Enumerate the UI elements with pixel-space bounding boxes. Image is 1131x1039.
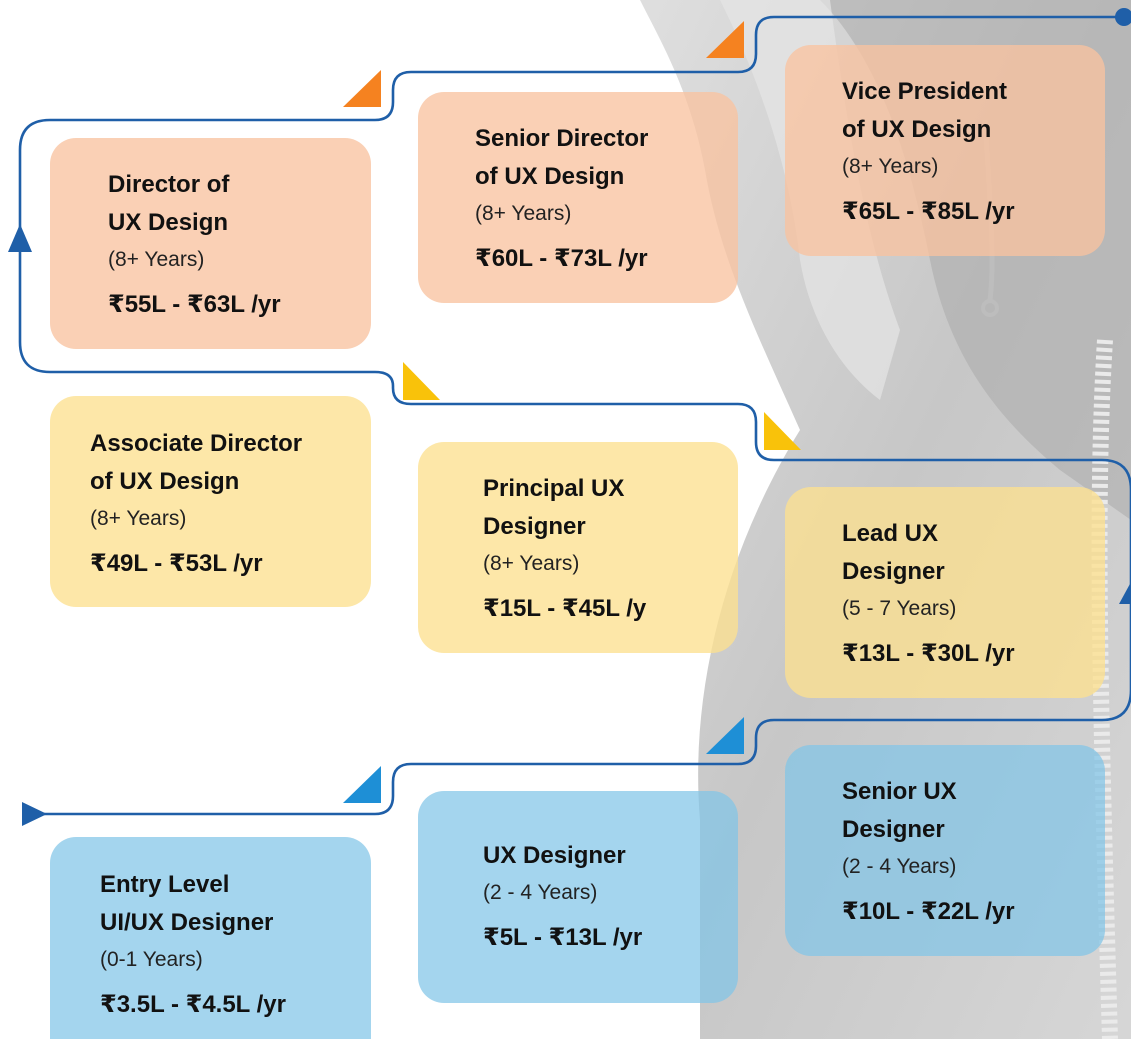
card-years: (8+ Years) xyxy=(108,248,205,271)
card-salary: ₹49L - ₹53L /yr xyxy=(90,550,263,577)
path-end-dot xyxy=(1115,8,1131,26)
card-salary: ₹10L - ₹22L /yr xyxy=(842,898,1015,925)
blue-triangle-marker xyxy=(343,766,381,803)
card-senior-ux-designer: Senior UX Designer (2 - 4 Years) ₹10L - … xyxy=(785,745,1105,956)
card-vice-president-of-ux-design: Vice President of UX Design (8+ Years) ₹… xyxy=(785,45,1105,256)
card-entry-level-ui-ux-designer: Entry Level UI/UX Designer (0-1 Years) ₹… xyxy=(50,837,371,1039)
card-years: (2 - 4 Years) xyxy=(842,855,957,878)
card-salary: ₹65L - ₹85L /yr xyxy=(842,198,1015,225)
card-salary: ₹3.5L - ₹4.5L /yr xyxy=(100,991,286,1018)
card-salary: ₹13L - ₹30L /yr xyxy=(842,640,1015,667)
yellow-triangle-marker xyxy=(403,362,440,400)
card-years: (5 - 7 Years) xyxy=(842,597,957,620)
card-principal-ux-designer: Principal UX Designer (8+ Years) ₹15L - … xyxy=(418,442,738,653)
path-line xyxy=(18,15,1131,816)
card-salary: ₹15L - ₹45L /y xyxy=(483,595,647,622)
arrow-up-icon xyxy=(1119,582,1131,604)
card-associate-director-of-ux-design: Associate Director of UX Design (8+ Year… xyxy=(50,396,371,607)
yellow-triangle-marker xyxy=(764,412,801,450)
card-title: Principal UX Designer xyxy=(483,475,625,540)
orange-triangle-marker xyxy=(343,70,381,107)
blue-triangle-marker xyxy=(706,717,744,754)
card-title: Associate Director of UX Design xyxy=(90,430,303,495)
card-years: (8+ Years) xyxy=(475,202,572,225)
card-salary: ₹60L - ₹73L /yr xyxy=(475,245,648,272)
card-title: Entry Level UI/UX Designer xyxy=(100,871,274,936)
card-ux-designer: UX Designer (2 - 4 Years) ₹5L - ₹13L /yr xyxy=(418,791,738,1003)
card-years: (8+ Years) xyxy=(842,155,939,178)
card-lead-ux-designer: Lead UX Designer (5 - 7 Years) ₹13L - ₹3… xyxy=(785,487,1105,698)
card-years: (0-1 Years) xyxy=(100,948,203,971)
card-title: Lead UX Designer xyxy=(842,520,945,585)
card-years: (8+ Years) xyxy=(483,552,580,575)
card-title: Vice President of UX Design xyxy=(842,78,1007,143)
card-salary: ₹5L - ₹13L /yr xyxy=(483,924,643,951)
card-salary: ₹55L - ₹63L /yr xyxy=(108,291,281,318)
card-title: Director of UX Design xyxy=(108,171,230,236)
card-title: Senior UX Designer xyxy=(842,778,957,843)
card-title: UX Designer xyxy=(483,842,626,869)
card-years: (2 - 4 Years) xyxy=(483,881,598,904)
arrow-up-icon xyxy=(8,224,32,252)
arrow-right-icon xyxy=(22,802,47,826)
orange-triangle-marker xyxy=(706,21,744,58)
card-title: Senior Director of UX Design xyxy=(475,125,649,190)
card-senior-director-of-ux-design: Senior Director of UX Design (8+ Years) … xyxy=(418,92,738,303)
card-years: (8+ Years) xyxy=(90,507,187,530)
card-director-of-ux-design: Director of UX Design (8+ Years) ₹55L - … xyxy=(50,138,371,349)
